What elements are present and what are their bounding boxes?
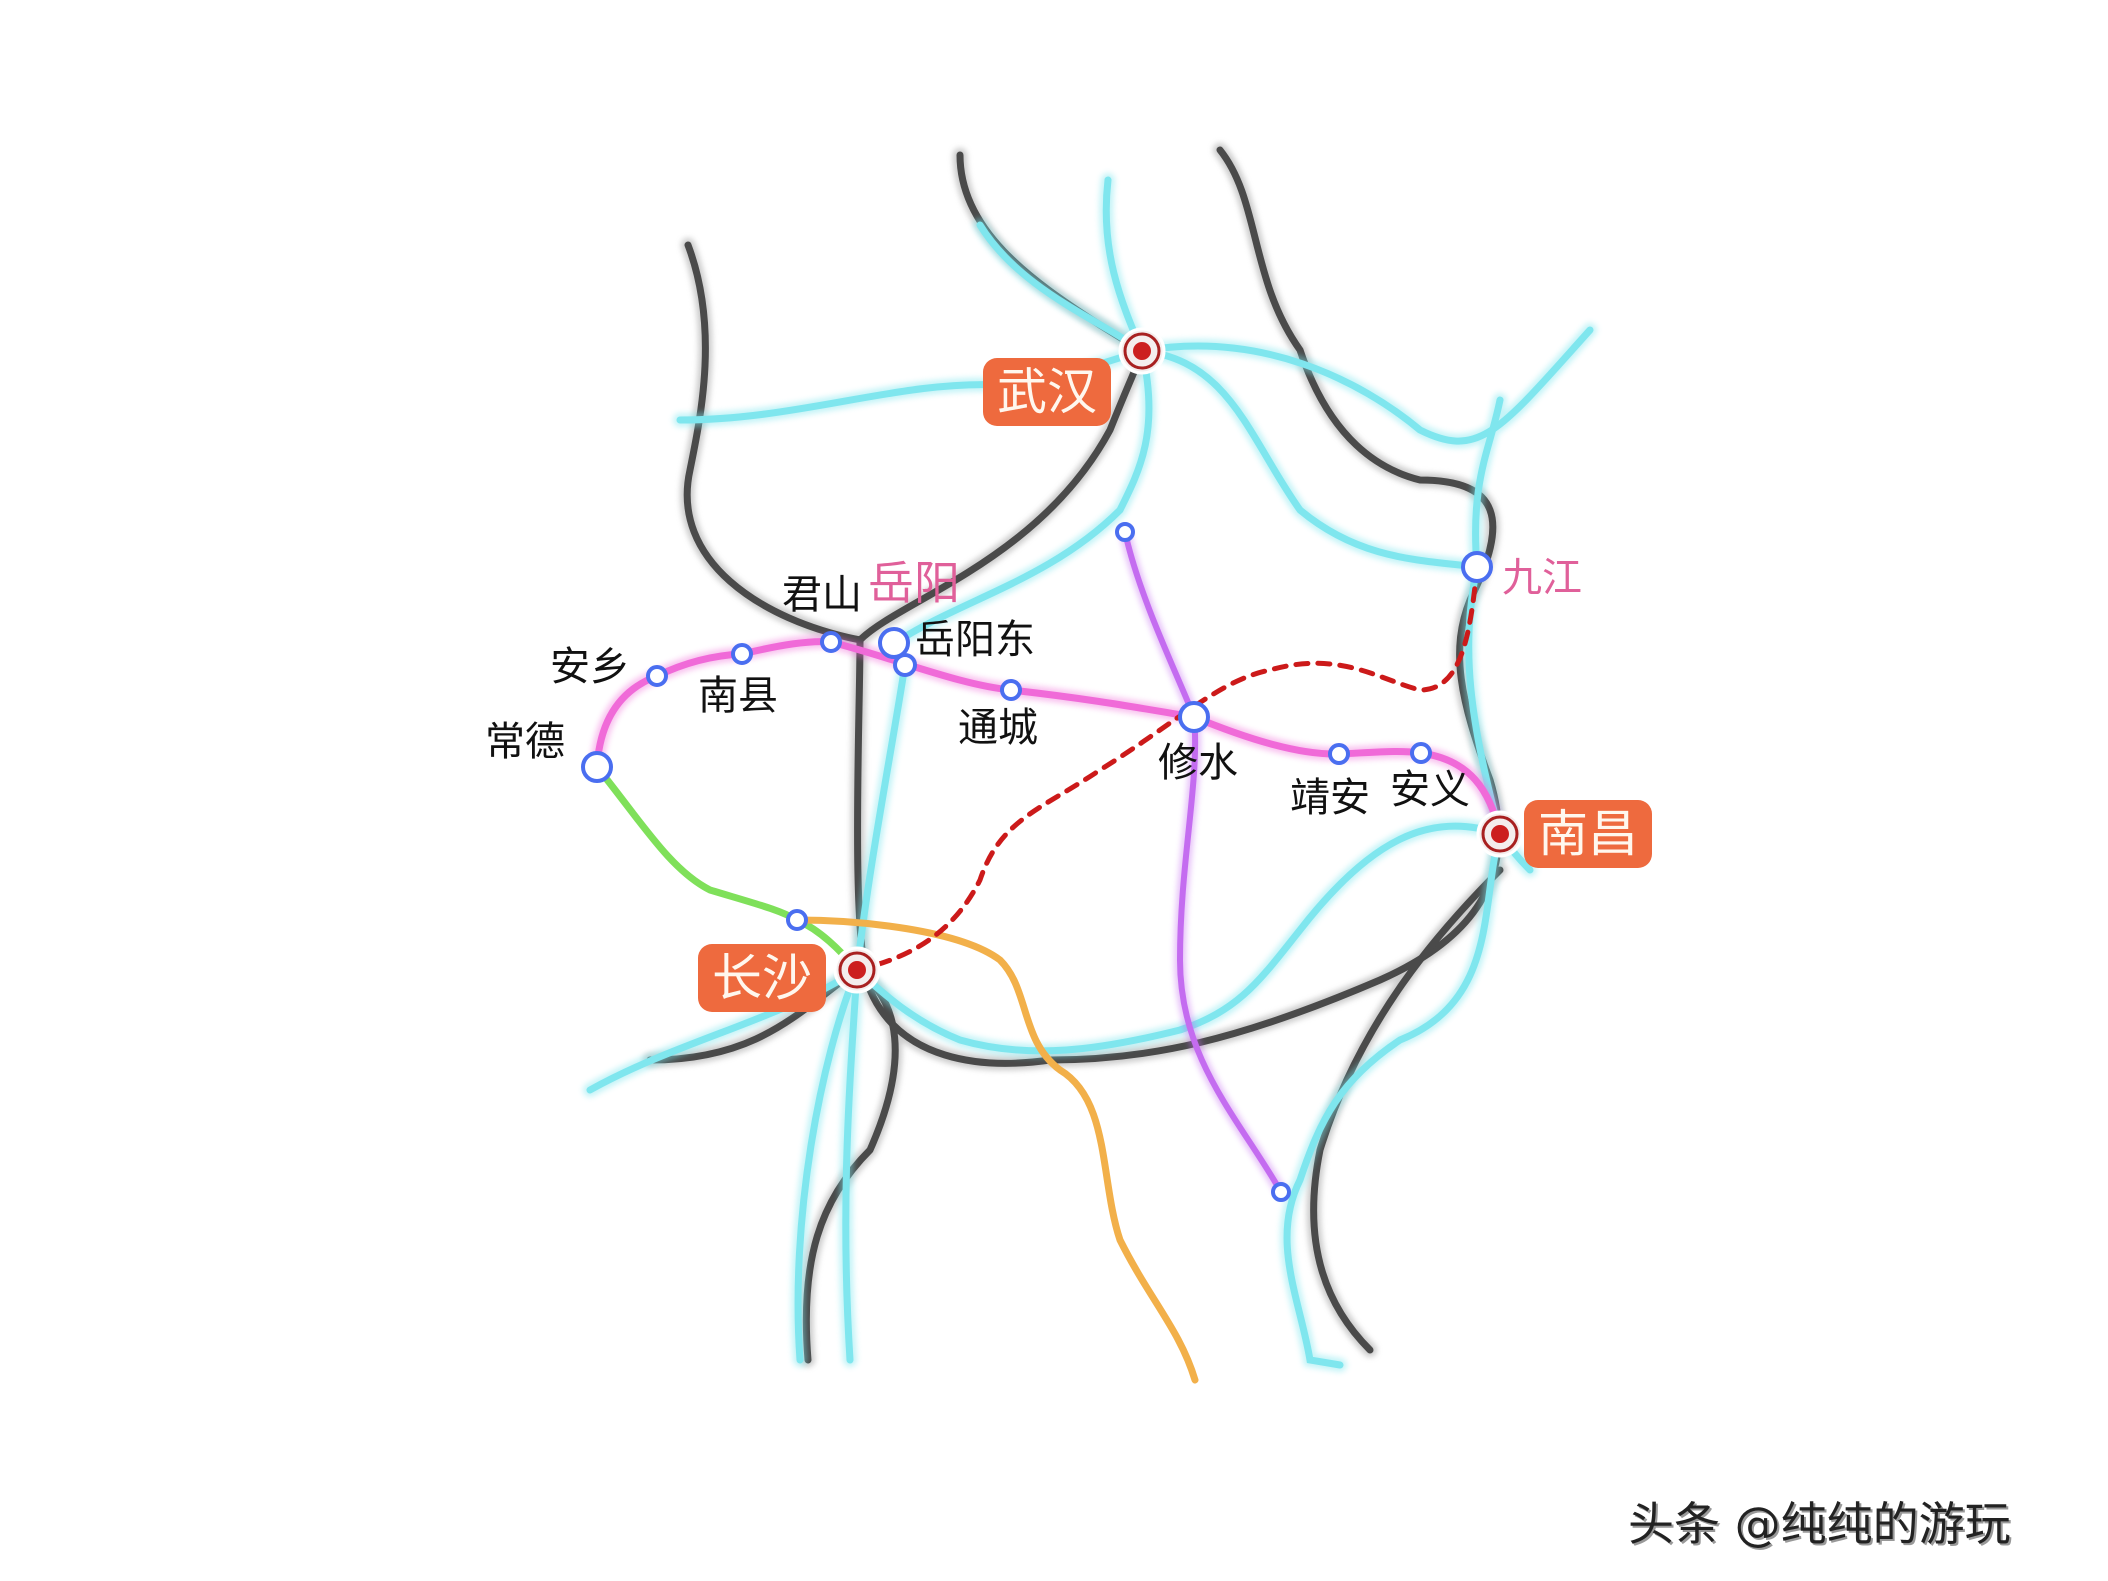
label-jiujiang: 九江 <box>1502 555 1582 601</box>
label-yueyang: 岳阳 <box>868 556 960 610</box>
label-changde: 常德 <box>485 719 565 765</box>
label-yueyang-east: 岳阳东 <box>915 617 1035 663</box>
label-tongcheng: 通城 <box>958 705 1038 751</box>
city-badge-nanchang: 南昌 <box>1524 800 1652 868</box>
city-badge-changsha: 长沙 <box>698 944 826 1012</box>
label-anyi: 安义 <box>1390 767 1470 813</box>
label-nanxian: 南县 <box>698 673 778 719</box>
label-xiushui: 修水 <box>1158 740 1238 786</box>
label-junshan: 君山 <box>782 572 862 618</box>
watermark: 头条 @纯纯的游玩 <box>1628 1497 2011 1551</box>
city-badge-wuhan: 武汉 <box>983 358 1111 426</box>
label-jingan: 靖安 <box>1290 775 1370 821</box>
label-anxiang: 安乡 <box>550 644 630 690</box>
major-city-nodes <box>833 327 1524 994</box>
station-nodes <box>581 522 1493 1202</box>
